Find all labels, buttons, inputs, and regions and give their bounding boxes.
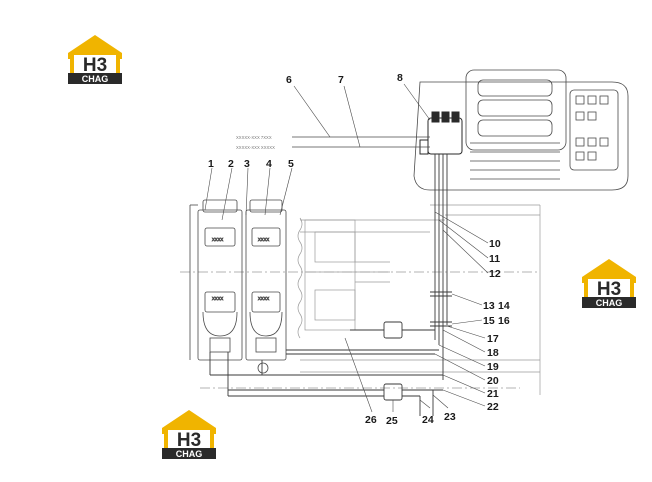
callout-15: 15: [483, 315, 495, 327]
svg-text:XXXX: XXXX: [212, 237, 223, 242]
pipe-label-upper: XXXXX-XXX 7XXX: [236, 135, 272, 140]
leader-lines: [204, 83, 489, 413]
lower-pipe-network: [209, 321, 443, 416]
logo-word-text: CHAG: [596, 298, 623, 308]
h3-chag-logo-icon: H3 CHAG: [68, 35, 122, 84]
logo-mark-text: H3: [83, 55, 107, 76]
brand-logo-bottom-left: H3 CHAG: [160, 408, 218, 460]
logo-mark-text: H3: [177, 430, 201, 451]
h3-chag-logo-icon: H3 CHAG: [582, 259, 636, 308]
callout-17: 17: [487, 333, 499, 345]
callout-2: 2: [228, 158, 234, 170]
callout-21: 21: [487, 388, 499, 400]
callout-labels: 1 2 3 4 5 6 7 8 10 11 12 13 14 15 16 17 …: [208, 72, 510, 427]
callout-12: 12: [489, 268, 501, 280]
callout-16: 16: [498, 315, 510, 327]
control-panel: [413, 69, 629, 191]
callout-14: 14: [498, 300, 510, 312]
svg-text:XXXX: XXXX: [258, 237, 269, 242]
right-tank: XXXX XXXX: [245, 199, 287, 374]
callout-13: 13: [483, 300, 495, 312]
callout-24: 24: [422, 414, 434, 426]
callout-10: 10: [489, 238, 501, 250]
logo-word-text: CHAG: [176, 449, 203, 459]
callout-20: 20: [487, 375, 499, 387]
logo-word-text: CHAG: [82, 74, 109, 84]
valve-block: [419, 111, 463, 155]
callout-22: 22: [487, 401, 499, 413]
callout-26: 26: [365, 414, 377, 426]
svg-text:XXXX: XXXX: [212, 296, 223, 301]
callout-7: 7: [338, 74, 344, 86]
h3-chag-logo-icon: H3 CHAG: [162, 410, 216, 459]
svg-text:XXXX: XXXX: [258, 296, 269, 301]
brand-logo-top-left: H3 CHAG: [66, 33, 124, 85]
brand-logo-right: H3 CHAG: [580, 257, 638, 309]
upper-pipes: [292, 136, 430, 148]
callout-4: 4: [266, 158, 272, 170]
logo-mark-text: H3: [597, 279, 621, 300]
callout-11: 11: [489, 253, 500, 265]
callout-18: 18: [487, 347, 499, 359]
callout-5: 5: [288, 158, 294, 170]
left-tank: XXXX XXXX: [189, 199, 243, 361]
callout-6: 6: [286, 74, 292, 86]
callout-8: 8: [397, 72, 403, 84]
callout-25: 25: [386, 415, 398, 427]
pipe-label-lower: XXXXX-XXX XXXXX: [236, 145, 275, 150]
callout-23: 23: [444, 411, 456, 423]
callout-1: 1: [208, 158, 214, 170]
callout-19: 19: [487, 361, 499, 373]
background-frame-lines: [180, 204, 541, 395]
vertical-pipe-bundle: [430, 154, 452, 380]
callout-3: 3: [244, 158, 250, 170]
